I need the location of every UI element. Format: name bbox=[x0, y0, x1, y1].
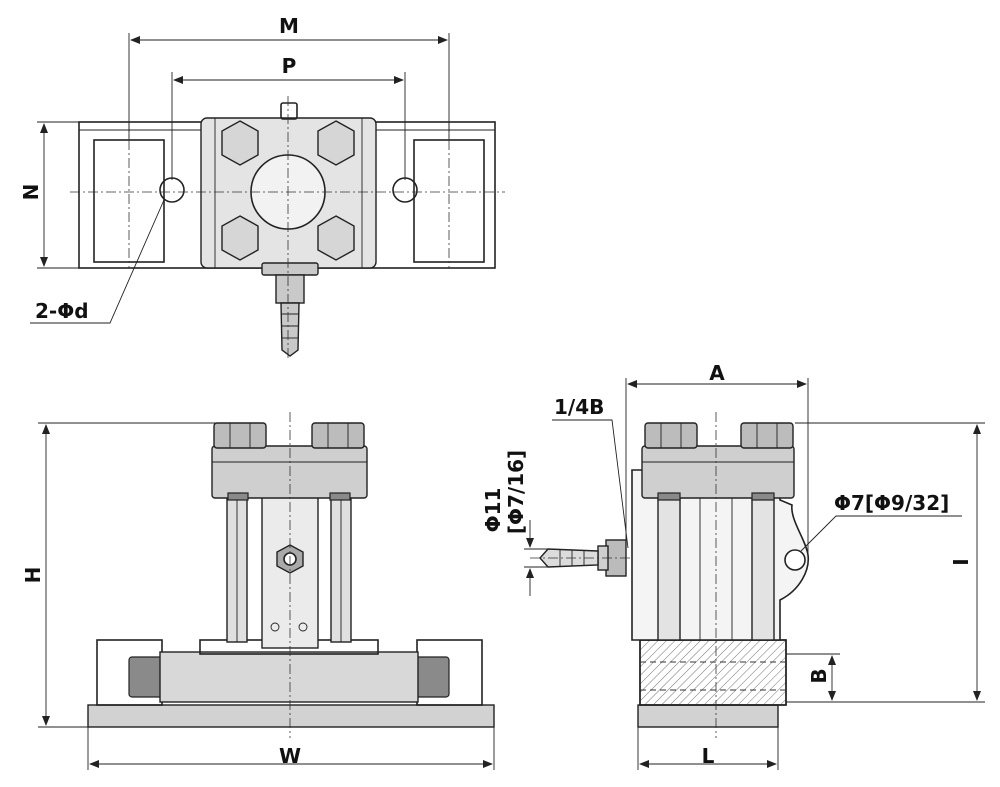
front-bolt-left bbox=[213, 422, 267, 449]
top-hose-barb bbox=[280, 302, 300, 357]
top-nub bbox=[280, 102, 298, 120]
label-b: B bbox=[807, 668, 831, 683]
front-spring-left bbox=[227, 492, 249, 501]
side-top-block bbox=[641, 445, 795, 499]
front-lower-body bbox=[159, 651, 419, 703]
top-bolt-hex-1 bbox=[221, 120, 259, 166]
side-bolt-right bbox=[740, 422, 794, 449]
side-lower-clamp bbox=[639, 639, 787, 706]
label-hole: 2-Φd bbox=[35, 299, 89, 323]
label-hose-inch: [Φ7/16] bbox=[504, 450, 528, 534]
side-base-plate bbox=[637, 704, 779, 728]
top-port-nut bbox=[275, 274, 305, 304]
label-p: P bbox=[282, 54, 297, 78]
side-column-left bbox=[657, 496, 681, 641]
top-bolt-hex-4 bbox=[317, 215, 355, 261]
front-view: H W bbox=[21, 412, 495, 770]
front-base-plate bbox=[87, 704, 495, 728]
top-bolt-hex-2 bbox=[317, 120, 355, 166]
label-hose: Φ11 bbox=[481, 488, 505, 533]
leader-port bbox=[552, 419, 629, 549]
front-bolt-right bbox=[311, 422, 365, 449]
front-spring-right bbox=[329, 492, 351, 501]
label-h: H bbox=[21, 567, 45, 584]
label-m: M bbox=[279, 14, 299, 38]
label-w: W bbox=[279, 744, 301, 768]
top-view: M P N 2-Φd bbox=[19, 14, 505, 360]
label-i: I bbox=[949, 558, 973, 565]
leader-hole bbox=[30, 199, 165, 324]
side-mount-hole bbox=[784, 549, 806, 571]
front-top-block bbox=[211, 445, 368, 499]
top-port-base bbox=[261, 262, 319, 276]
top-bolt-hex-3 bbox=[221, 215, 259, 261]
label-port: 1/4B bbox=[554, 395, 604, 419]
label-mount-hole: Φ7[Φ9/32] bbox=[834, 491, 949, 515]
side-spring-right bbox=[751, 492, 775, 501]
label-a: A bbox=[709, 361, 725, 385]
side-spring-left bbox=[657, 492, 681, 501]
label-l: L bbox=[702, 744, 715, 768]
side-column-right bbox=[751, 496, 775, 641]
leader-mount-hole bbox=[800, 515, 962, 552]
side-view: A 1/4B Φ11 [Φ7/16] Φ7[Φ9/32] I B L bbox=[481, 361, 985, 770]
side-bolt-left bbox=[644, 422, 698, 449]
label-n: N bbox=[19, 184, 43, 201]
